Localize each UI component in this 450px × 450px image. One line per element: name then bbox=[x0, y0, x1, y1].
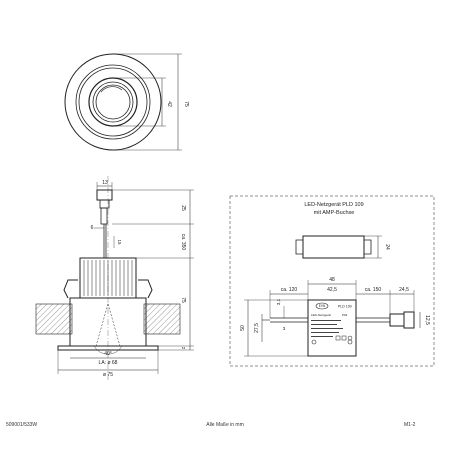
dim-plug-width: 12,5 bbox=[424, 315, 430, 325]
dim-plug: 24,5 bbox=[399, 287, 409, 293]
dim-body: 42,5 bbox=[327, 287, 337, 293]
dim-small-3: 3 bbox=[283, 326, 286, 331]
dim-cable-small: 6 bbox=[91, 225, 94, 231]
side-view bbox=[35, 176, 194, 380]
dim-driver-height: 24 bbox=[384, 244, 390, 250]
angle-label: 40° bbox=[104, 351, 112, 357]
dim-bottom: 2 bbox=[181, 347, 186, 350]
dim-driver-width: 50 bbox=[240, 325, 246, 331]
driver-model: PLD 109 bbox=[338, 305, 352, 309]
dim-small-31: 3,1 bbox=[276, 298, 281, 305]
top-view bbox=[64, 53, 182, 151]
dim-connector-height: 25 bbox=[180, 205, 186, 211]
driver-title-1: LED-Netzgerät PLD 109 bbox=[304, 202, 363, 208]
cutout-label: LA: ø 68 bbox=[99, 360, 118, 366]
dim-total-height: 75 bbox=[180, 297, 186, 303]
dim-hole-distance: 27,5 bbox=[254, 323, 260, 333]
driver-title-2: mit AMP-Buchse bbox=[314, 210, 355, 216]
driver-box bbox=[229, 195, 435, 367]
driver-brand: EVN bbox=[319, 304, 326, 308]
driver-pnr: P92 bbox=[342, 313, 348, 317]
evn-logo-icon bbox=[315, 302, 329, 310]
dim-driver-length: 48 bbox=[329, 277, 335, 283]
footer-note: Alle Maße in mm bbox=[206, 422, 244, 428]
driver-label-text-lines bbox=[311, 320, 343, 337]
footer-code: 509001/533W bbox=[6, 422, 38, 428]
dim-inner: 42 bbox=[166, 101, 172, 107]
dim-input-cable: ca. 120 bbox=[281, 287, 298, 293]
driver-label-line1: LED-Netzgerät bbox=[311, 313, 331, 317]
certification-icons bbox=[335, 335, 353, 341]
dim-cable-length: ca. 350 bbox=[180, 234, 186, 251]
footer-page: M1-2 bbox=[404, 422, 416, 428]
dim-cable-offset: 15 bbox=[117, 239, 122, 245]
outer-diameter-label: ø 75 bbox=[103, 372, 113, 378]
dim-outer: 75 bbox=[183, 101, 189, 107]
dim-output-cable: ca. 150 bbox=[365, 287, 382, 293]
dim-connector-width: 13 bbox=[102, 180, 108, 186]
